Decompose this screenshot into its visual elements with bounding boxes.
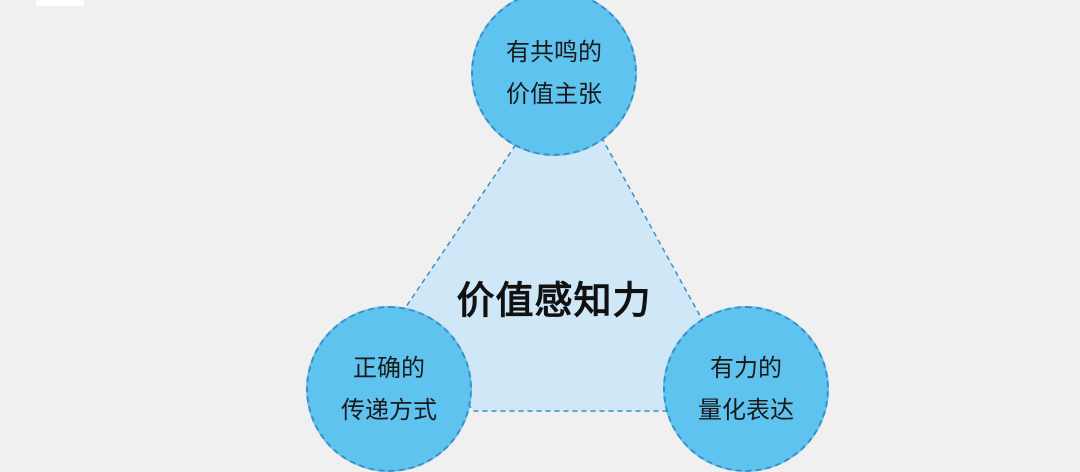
node-left-line1: 正确的	[353, 354, 425, 382]
node-right-quantified-expression: 有力的 量化表达	[663, 306, 829, 472]
node-right-line2: 量化表达	[698, 396, 794, 424]
node-left-delivery-method: 正确的 传递方式	[306, 306, 472, 472]
node-right-line1: 有力的	[710, 354, 782, 382]
node-top-line2: 价值主张	[506, 80, 602, 108]
node-top-line1: 有共鸣的	[506, 38, 602, 66]
corner-tab	[36, 0, 84, 6]
value-triangle	[394, 139, 705, 412]
center-label: 价值感知力	[456, 278, 652, 323]
node-left-line2: 传递方式	[341, 396, 437, 424]
node-top-value-proposition: 有共鸣的 价值主张	[471, 0, 637, 156]
